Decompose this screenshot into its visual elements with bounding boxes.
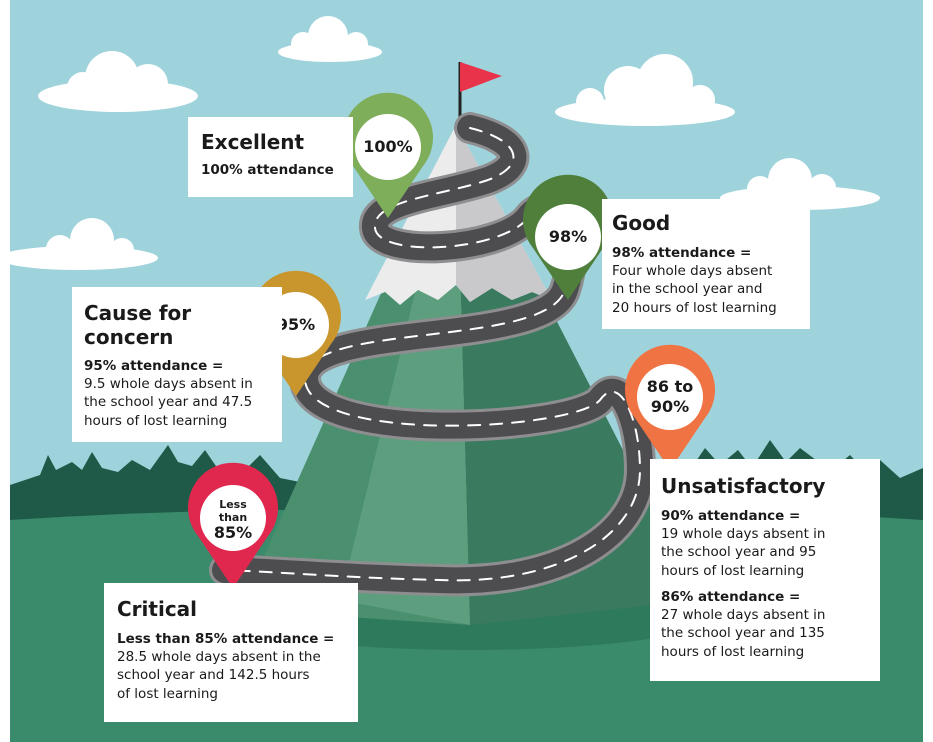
pin-critical-icon: [188, 462, 278, 588]
card-unsatisfactory: Unsatisfactory 90% attendance = 19 whole…: [650, 459, 880, 681]
card-unsatisfactory-line-5: the school year and 135: [661, 625, 825, 642]
pin-unsatisfactory-label: 86 to 90%: [637, 377, 703, 417]
card-excellent-line: 100% attendance: [201, 162, 334, 178]
winding-road: [209, 112, 656, 597]
pin-excellent-label: 100%: [363, 137, 413, 156]
card-unsatisfactory-lead-1: 90% attendance =: [661, 508, 801, 524]
card-unsatisfactory-line-6: hours of lost learning: [661, 643, 805, 660]
card-critical-lead: Less than 85% attendance =: [117, 631, 335, 647]
cloud-3-icon: [555, 54, 735, 126]
card-good-lead: 98% attendance =: [612, 245, 752, 261]
card-critical-line-2: school year and 142.5 hours: [117, 667, 310, 684]
card-unsatisfactory-line-1: 19 whole days absent in: [661, 526, 826, 543]
pin-unsatisfactory-line-2: 90%: [650, 397, 690, 416]
pin-critical-line-2: than: [218, 511, 248, 524]
cloud-2-icon: [278, 16, 382, 62]
pin-good-label: 98%: [548, 227, 588, 246]
cloud-5-icon: [0, 218, 158, 270]
card-unsatisfactory-line-2: the school year and 95: [661, 544, 817, 561]
card-critical-title: Critical: [117, 597, 198, 621]
pin-critical-line-1: Less: [219, 498, 247, 511]
cloud-4-icon: [720, 158, 880, 210]
card-good: Good 98% attendance = Four whole days ab…: [602, 199, 810, 329]
card-excellent-title: Excellent: [201, 130, 305, 154]
cloud-1-icon: [38, 51, 198, 112]
card-excellent: Excellent 100% attendance: [188, 117, 353, 197]
pin-unsatisfactory-line-1: 86 to: [646, 377, 694, 396]
card-unsatisfactory-line-3: hours of lost learning: [661, 562, 805, 579]
pin-unsatisfactory-icon: [625, 344, 715, 470]
road-center-line: [224, 127, 641, 582]
card-unsatisfactory-title: Unsatisfactory: [661, 474, 826, 498]
card-concern-line-3: hours of lost learning: [84, 412, 228, 429]
card-good-line-1: Four whole days absent: [612, 263, 773, 280]
pin-critical-label: Less than 85%: [200, 498, 266, 542]
card-concern-title-2: concern: [84, 325, 174, 349]
pin-excellent-icon: [343, 92, 434, 218]
pin-critical-line-3: 85%: [213, 523, 253, 542]
card-critical-line-3: of lost learning: [117, 685, 219, 702]
card-good-title: Good: [612, 211, 671, 235]
clouds: [0, 16, 880, 270]
card-concern: Cause for concern 95% attendance = 9.5 w…: [72, 287, 282, 442]
card-critical: Critical Less than 85% attendance = 28.5…: [104, 583, 358, 722]
card-concern-title-1: Cause for: [84, 301, 192, 325]
pin-good-icon: [523, 174, 613, 300]
card-critical-line-1: 28.5 whole days absent in the: [117, 649, 321, 666]
pin-concern-label: 95%: [276, 315, 316, 334]
card-unsatisfactory-lead-2: 86% attendance =: [661, 588, 801, 605]
card-unsatisfactory-line-4: 27 whole days absent in: [661, 607, 826, 624]
card-good-line-2: in the school year and: [612, 281, 763, 298]
card-concern-line-1: 9.5 whole days absent in: [84, 376, 253, 393]
card-good-line-3: 20 hours of lost learning: [612, 299, 777, 316]
card-concern-lead: 95% attendance =: [84, 358, 224, 374]
card-concern-line-2: the school year and 47.5: [84, 394, 253, 411]
